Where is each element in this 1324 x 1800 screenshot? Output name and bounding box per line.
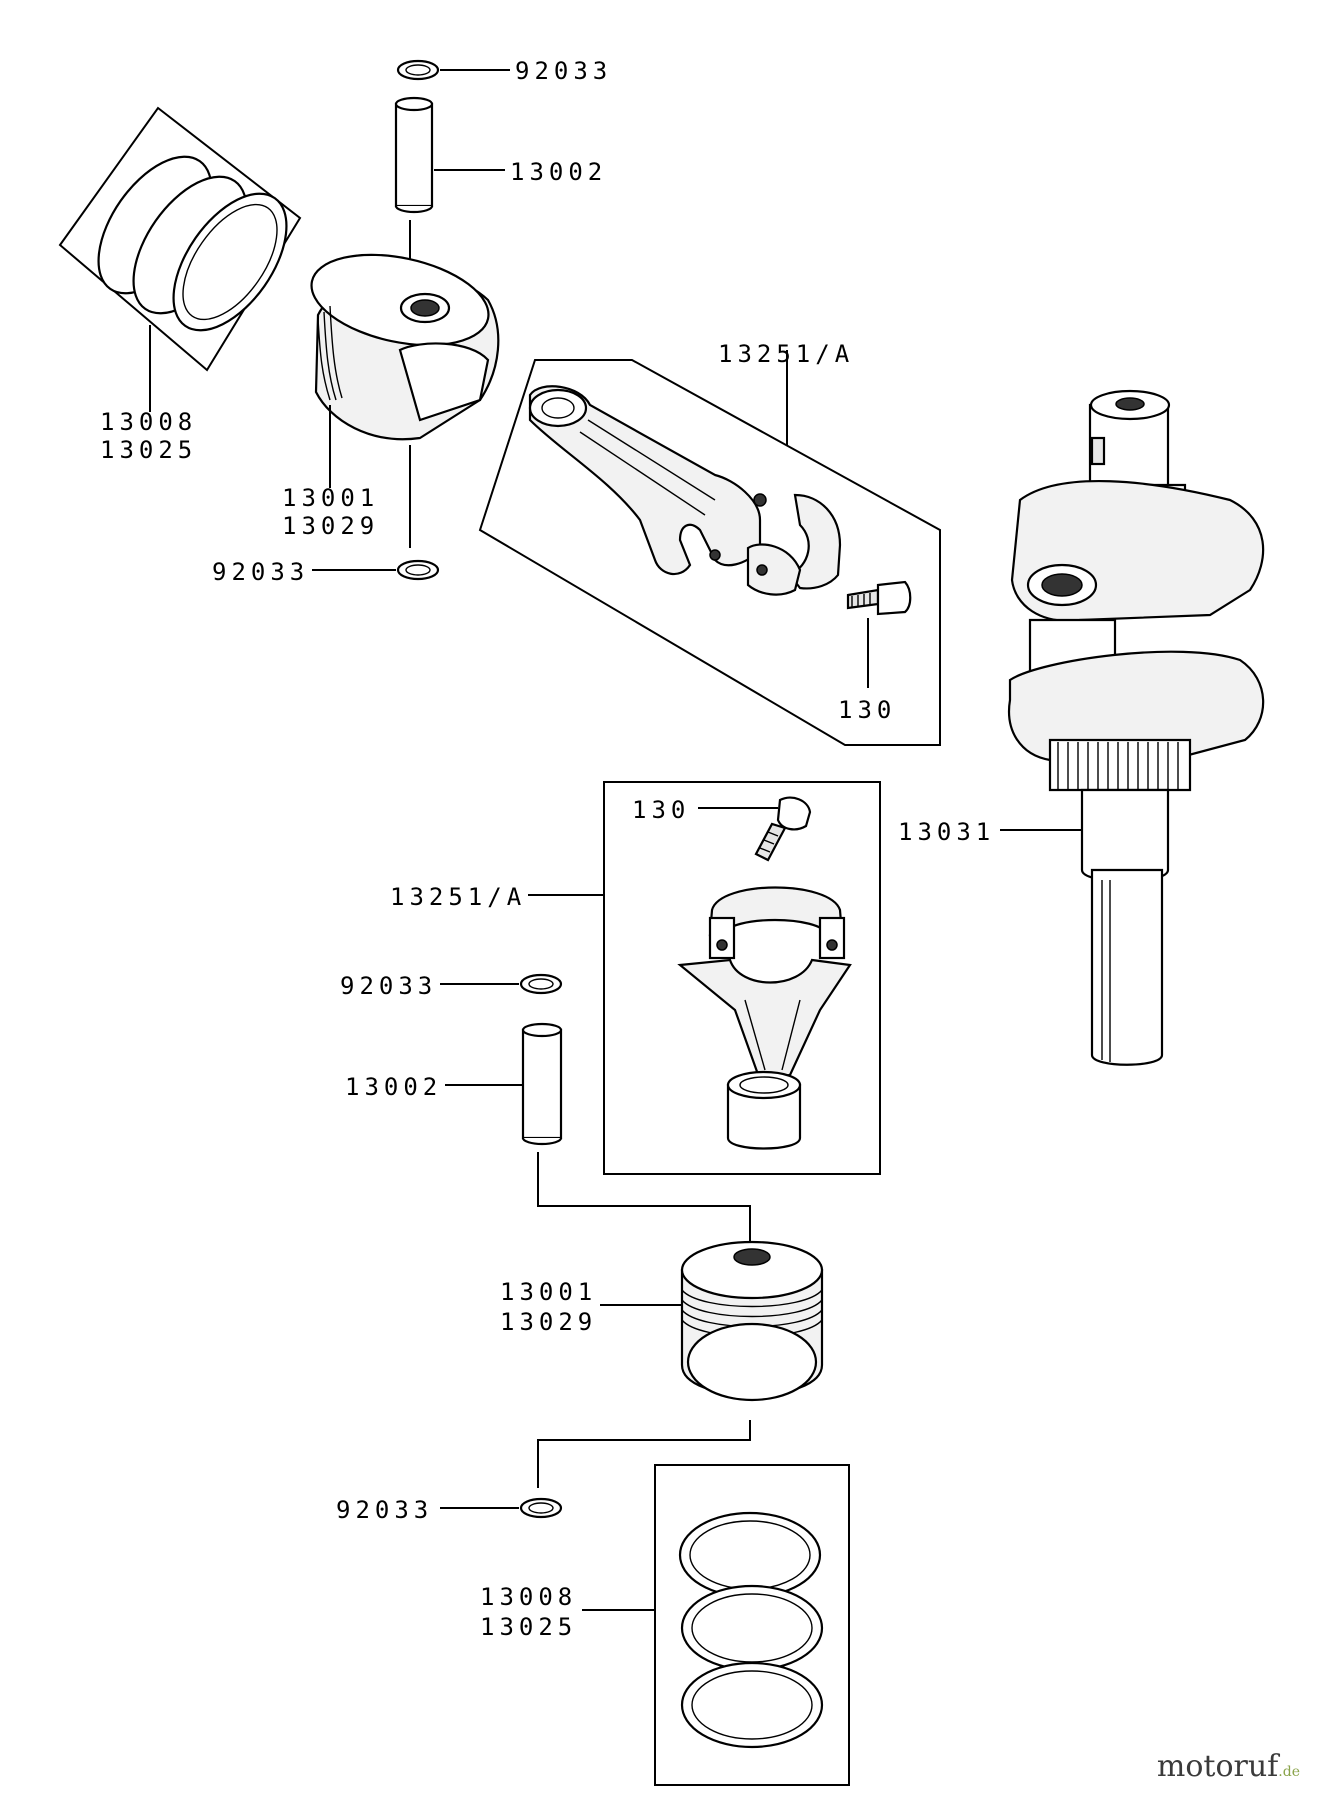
conrod-upper[interactable] [528, 385, 767, 576]
axis-line [537, 1152, 751, 1248]
conrod-box-lower [603, 781, 881, 1175]
retaining-ring-bottom[interactable] [519, 1497, 563, 1519]
retaining-ring-upper-lower[interactable] [396, 559, 440, 581]
ring-box-lower [654, 1464, 850, 1786]
callout-13029-upper[interactable]: 13029 [282, 512, 379, 540]
conrod-bolt-upper[interactable] [846, 580, 912, 616]
callout-13251a-upper[interactable]: 13251/A [718, 340, 854, 368]
callout-13001-upper[interactable]: 13001 [282, 484, 379, 512]
callout-13025-lower[interactable]: 13025 [480, 1613, 577, 1641]
piston-pin-upper[interactable] [394, 96, 434, 214]
piston-ring-set-lower[interactable] [678, 1511, 824, 1749]
piston-pin-lower[interactable] [521, 1022, 563, 1146]
callout-13008-upper[interactable]: 13008 [100, 408, 197, 436]
callout-13002-lower[interactable]: 13002 [345, 1073, 442, 1101]
piston-ring-set-upper[interactable] [58, 106, 309, 372]
piston-lower[interactable] [680, 1240, 824, 1402]
watermark-suffix: .de [1278, 1764, 1300, 1780]
axis-line [537, 1420, 751, 1488]
conrod-cap-lower[interactable] [708, 886, 846, 960]
callout-130-upper[interactable]: 130 [838, 696, 896, 724]
callout-92033-bottom[interactable]: 92033 [336, 1496, 433, 1524]
callout-130-lower[interactable]: 130 [632, 796, 690, 824]
callout-13001-lower[interactable]: 13001 [500, 1278, 597, 1306]
watermark-brand: motoruf [1156, 1749, 1279, 1784]
callout-92033-lower[interactable]: 92033 [340, 972, 437, 1000]
crankshaft[interactable] [1007, 389, 1265, 1066]
callout-92033-upper-lower[interactable]: 92033 [212, 558, 309, 586]
callout-13025-upper[interactable]: 13025 [100, 436, 197, 464]
callout-13031[interactable]: 13031 [898, 818, 995, 846]
conrod-lower[interactable] [677, 958, 852, 1150]
callout-92033-top[interactable]: 92033 [515, 57, 612, 85]
conrod-bolt-lower[interactable] [754, 796, 812, 862]
callout-13029-lower[interactable]: 13029 [500, 1308, 597, 1336]
piston-upper[interactable] [303, 240, 500, 441]
callout-13008-lower[interactable]: 13008 [480, 1583, 577, 1611]
conrod-box-upper [478, 359, 941, 746]
retaining-ring-top[interactable] [396, 59, 440, 81]
watermark-logo: motoruf.de [1157, 1749, 1300, 1784]
retaining-ring-lower[interactable] [519, 973, 563, 995]
callout-13251a-lower[interactable]: 13251/A [390, 883, 526, 911]
callout-13002-top[interactable]: 13002 [510, 158, 607, 186]
conrod-cap-upper[interactable] [746, 493, 842, 596]
